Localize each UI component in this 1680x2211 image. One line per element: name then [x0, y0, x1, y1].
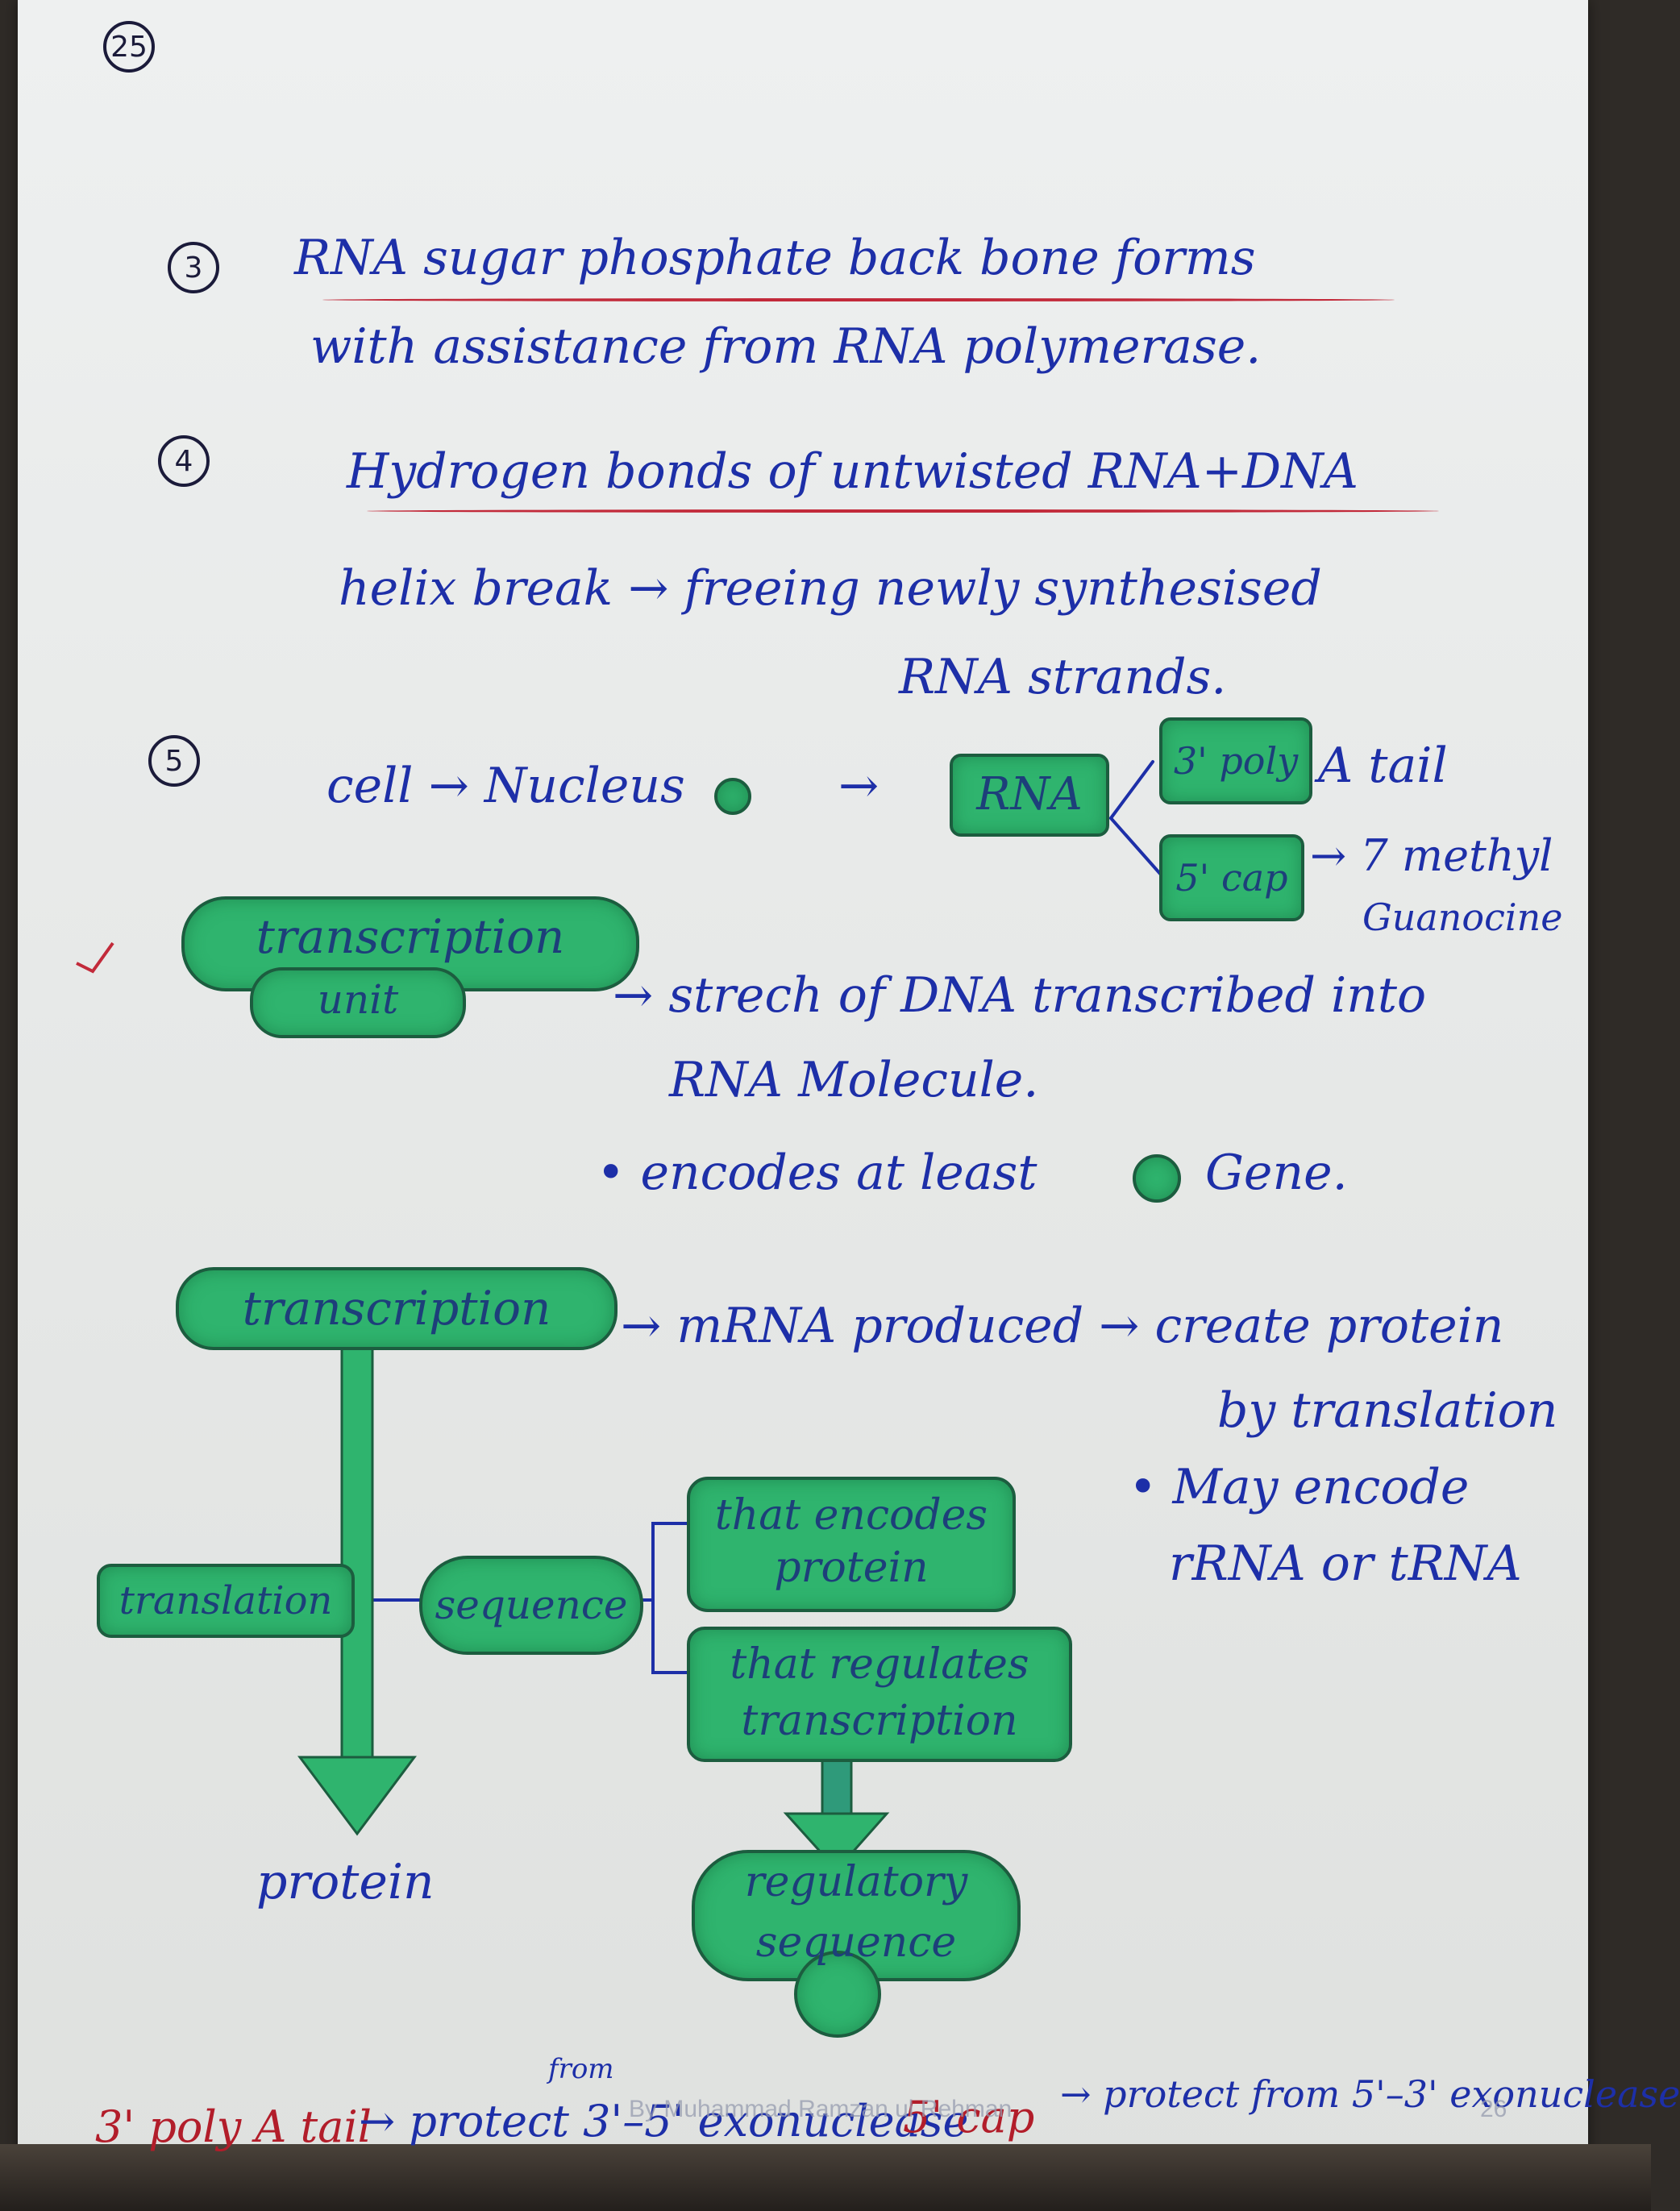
footer-page-number: 26	[1480, 2096, 1507, 2122]
transcription-blob	[176, 1267, 618, 1350]
transcription-flow: → mRNA produced → create protein	[621, 1298, 1504, 1354]
transcription-unit-label2: unit	[317, 975, 399, 1023]
arrow-transcription-to-protein	[297, 1336, 417, 1836]
protein-label: protein	[256, 1854, 435, 1910]
branch-to-poly	[1109, 760, 1154, 820]
item3-line1: RNA sugar phosphate back bone forms	[294, 230, 1256, 286]
nucleus-dot	[714, 778, 751, 815]
item3-number: 3	[168, 242, 219, 293]
item4-line1: Hydrogen bonds of untwisted RNA+DNA	[347, 443, 1358, 500]
cap-box	[1159, 834, 1304, 921]
item4-line2: helix break → freeing newly synthesised	[339, 560, 1322, 617]
item5-number-text: 5	[164, 744, 184, 778]
sequence-blob	[419, 1556, 643, 1655]
rna-box-label: RNA	[976, 768, 1083, 821]
cap-label: → 7 methyl	[1310, 830, 1553, 881]
one-gene-dot	[1133, 1154, 1181, 1203]
regulates-label2: transcription	[741, 1696, 1018, 1745]
footer-poly-tail: 3' poly A tail	[95, 2101, 372, 2152]
branch-to-cap	[1109, 817, 1162, 876]
item3-line2: with assistance from RNA polymerase.	[310, 318, 1262, 375]
encodes-bullet: • encodes at least	[597, 1145, 1038, 1201]
arrow-to-regulatory	[783, 1752, 890, 1872]
top-page-number: 25	[103, 21, 155, 73]
transcription-unit-def1: → strech of DNA transcribed into	[613, 967, 1427, 1024]
poly-box	[1159, 717, 1312, 804]
transcription-flow2: by translation	[1217, 1382, 1558, 1439]
sequence-label: sequence	[435, 1581, 628, 1629]
footer-from-note: from	[548, 2053, 614, 2085]
item4-number: 4	[158, 435, 210, 487]
encodes-label1: that encodes	[714, 1490, 988, 1540]
transcription-unit-blob-bottom	[250, 967, 466, 1038]
translation-blob	[97, 1564, 355, 1638]
encodes-label2: protein	[774, 1543, 929, 1592]
regulatory-label1: regulatory	[744, 1857, 968, 1906]
transcription-unit-label1: transcription	[256, 908, 565, 964]
table-surface	[0, 2144, 1651, 2211]
regulatory-label2: sequence	[755, 1918, 957, 1967]
regulatory-sequence-blob-tail	[794, 1951, 881, 2038]
item4-underline	[367, 509, 1439, 513]
transcription-unit-def2: RNA Molecule.	[669, 1052, 1039, 1108]
cap-box-label: 5' cap	[1175, 855, 1288, 900]
footer-protect-3-5: → protect 3'–5' exonuclease	[359, 2096, 969, 2147]
transcription-label: transcription	[242, 1281, 551, 1336]
rna-box	[950, 754, 1109, 837]
translation-label: translation	[119, 1577, 333, 1623]
encodes-protein-box	[687, 1477, 1016, 1612]
item5-flow: cell → Nucleus	[326, 758, 685, 814]
footer-cap: 5' cap	[903, 2092, 1035, 2142]
item4-line3: RNA strands.	[899, 649, 1227, 705]
may-encode-note: • May encode	[1129, 1459, 1470, 1515]
watermark: By Muhammad Ramzan ul Rehman	[629, 2096, 1013, 2122]
rrna-trna-note: rRNA or tRNA	[1169, 1536, 1522, 1592]
footer-protect-5-3: → protect from 5'–3' exonuclease	[1060, 2072, 1680, 2116]
item3-number-text: 3	[184, 251, 203, 285]
red-check-mark	[76, 941, 114, 974]
item4-number-text: 4	[174, 444, 193, 478]
item3-underline	[322, 298, 1395, 301]
item5-number: 5	[148, 735, 200, 787]
top-page-number-text: 25	[110, 30, 148, 64]
poly-label: A tail	[1318, 738, 1448, 794]
sequence-bracket	[635, 1522, 691, 1674]
cap-label2: Guanocine	[1362, 896, 1563, 939]
gene-label: Gene.	[1205, 1145, 1348, 1201]
item5-arrow: →	[838, 758, 880, 814]
poly-box-label: 3' poly	[1173, 738, 1299, 783]
regulates-transcription-box	[687, 1627, 1072, 1762]
regulates-label1: that regulates	[730, 1640, 1029, 1689]
